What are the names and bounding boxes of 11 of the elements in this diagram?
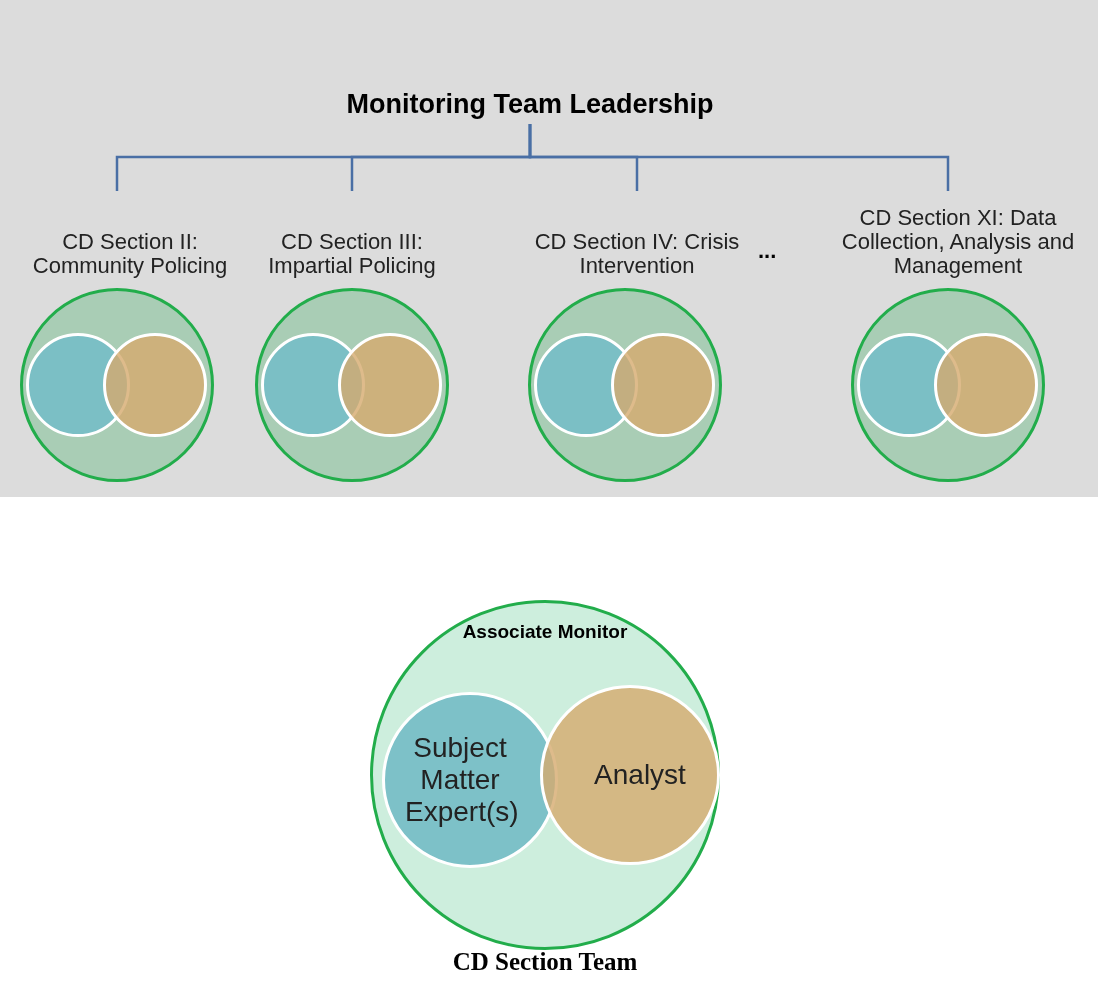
heading-text: Associate Monitor [461,621,629,643]
circle-label: Analyst [594,759,686,791]
connector-line [528,124,950,191]
heading-text: Monitoring Team Leadership [280,86,780,122]
ellipsis-text: ... [758,238,777,264]
circle-label: Subject Matter Expert(s) [405,732,515,828]
section-heading: CD Section III: Impartial Policing [267,230,437,278]
section-heading: CD Section II: Community Policing [31,230,229,278]
section-heading: CD Section XI: Data Collection, Analysis and Management [840,206,1076,278]
section-heading: CD Section IV: Crisis Intervention [533,230,741,278]
caption-text: CD Section Team [451,948,639,976]
